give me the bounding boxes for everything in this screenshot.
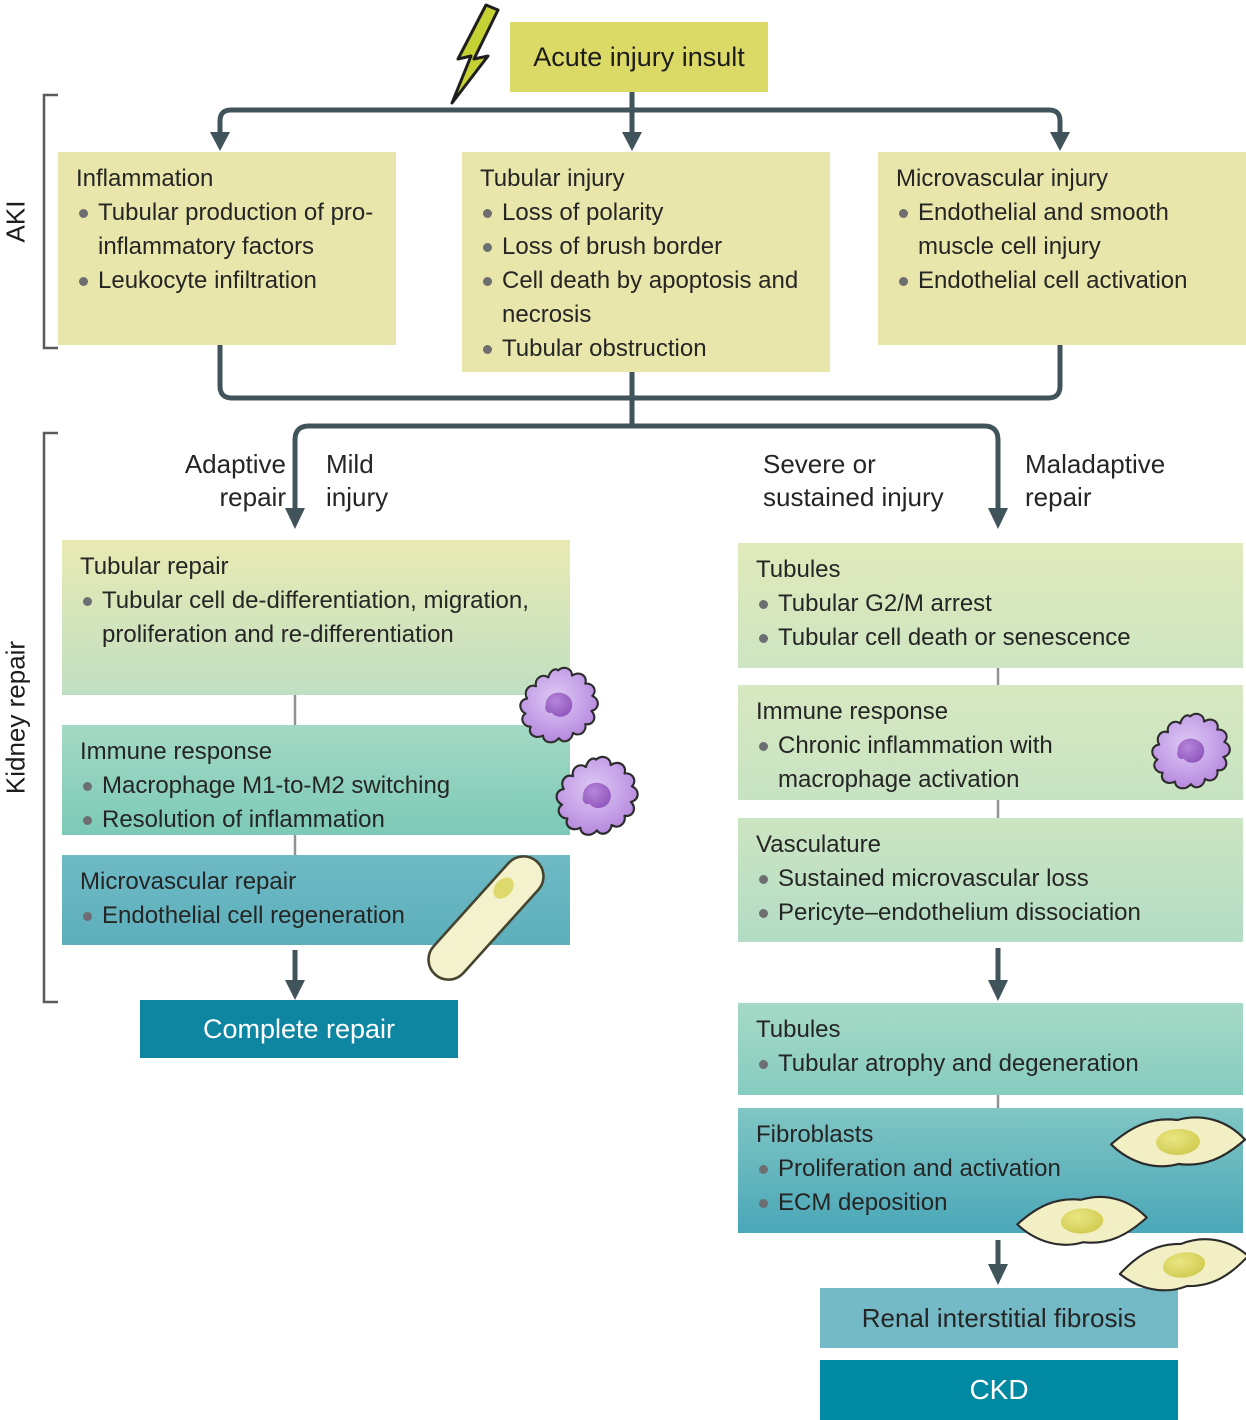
arrowhead-microvascular-injury (1050, 132, 1070, 151)
bullet-item: Loss of polarity (480, 196, 820, 230)
bullet-item: Proliferation and activation (756, 1152, 1078, 1186)
aki-section-label: AKI (0, 200, 31, 243)
ckd-label: CKD (969, 1374, 1029, 1405)
tubules-atrophy-box: Tubules Tubular atrophy and degeneration (738, 1003, 1243, 1095)
aki-bracket (42, 93, 58, 350)
bullet-item: Tubular atrophy and degeneration (756, 1047, 1233, 1081)
ckd-box: CKD (820, 1360, 1178, 1420)
bullet-icon (759, 600, 768, 609)
microvascular-injury-box: Microvascular injury Endothelial and smo… (878, 152, 1246, 345)
bullet-item: Chronic inflammation with macrophage act… (756, 729, 1123, 797)
box-title: Tubules (756, 556, 841, 583)
box-title: Immune response (756, 698, 949, 725)
kidney-repair-bracket (42, 431, 58, 1004)
arrowhead-tubular-injury (622, 132, 642, 151)
bullet-item: Cell death by apoptosis and necrosis (480, 264, 820, 332)
bullet-item: Tubular cell de-differentiation, migrati… (80, 584, 560, 652)
box-title: Inflammation (76, 165, 214, 192)
fibroblast-cell-icon (1107, 1110, 1246, 1175)
inflammation-box: Inflammation Tubular production of pro-i… (58, 152, 396, 345)
bullet-item: Loss of brush border (480, 230, 820, 264)
bullet-icon (79, 209, 88, 218)
bullet-icon (83, 597, 92, 606)
bullet-icon (483, 345, 492, 354)
mild-injury-label: Mild injury (326, 449, 389, 512)
bullet-icon (79, 277, 88, 286)
lightning-bolt-icon (450, 3, 500, 105)
bullet-icon (483, 277, 492, 286)
bullet-item: ECM deposition (756, 1186, 1078, 1220)
box-title: Vasculature (756, 831, 881, 858)
immune-response-adaptive-box: Immune response Macrophage M1-to-M2 swit… (62, 725, 570, 835)
kidney-repair-section-label: Kidney repair (0, 640, 31, 795)
box-title: Microvascular injury (896, 165, 1109, 192)
box-title: Microvascular repair (80, 868, 297, 895)
microvascular-repair-box: Microvascular repair Endothelial cell re… (62, 855, 570, 945)
bullet-icon (83, 782, 92, 791)
bullet-icon (759, 742, 768, 751)
distributor-line (217, 107, 1063, 134)
bullet-item: Endothelial cell regeneration (80, 899, 560, 933)
box-title: Tubular repair (80, 553, 229, 580)
bullet-item: Endothelial cell activation (896, 264, 1236, 298)
complete-repair-box: Complete repair (140, 1000, 458, 1058)
macrophage-cell-icon (550, 755, 642, 847)
box-title: Immune response (80, 738, 273, 765)
box-title: Tubules (756, 1016, 841, 1043)
bullet-icon (759, 1165, 768, 1174)
bullet-icon (759, 1060, 768, 1069)
bullet-item: Endothelial and smooth muscle cell injur… (896, 196, 1236, 264)
arrowhead-tubules2 (988, 980, 1008, 1001)
renal-interstitial-fibrosis-label: Renal interstitial fibrosis (861, 1302, 1137, 1333)
tubular-repair-box: Tubular repair Tubular cell de-different… (62, 540, 570, 695)
box-title: Fibroblasts (756, 1121, 874, 1148)
macrophage-cell-icon (514, 666, 602, 754)
severe-sustained-injury-label: Severe or sustained injury (763, 449, 944, 512)
bullet-item: Tubular G2/M arrest (756, 587, 1233, 621)
arrowhead-inflammation (210, 132, 230, 151)
bullet-item: Sustained microvascular loss (756, 862, 1233, 896)
endothelial-cell-icon (427, 855, 545, 981)
bullet-icon (483, 243, 492, 252)
bullet-icon (83, 816, 92, 825)
bullet-icon (759, 1199, 768, 1208)
bullet-icon (759, 634, 768, 643)
box-title: Tubular injury (480, 165, 625, 192)
bullet-item: Tubular production of pro-inflammatory f… (76, 196, 386, 264)
bullet-item: Resolution of inflammation (80, 803, 560, 837)
acute-injury-insult-box: Acute injury insult (510, 22, 768, 92)
arrowhead-severe-branch (988, 508, 1008, 529)
arrowhead-renal-fibrosis (988, 1264, 1008, 1285)
arrowhead-complete-repair (285, 980, 305, 1000)
bullet-icon (759, 875, 768, 884)
bullet-item: Pericyte–endothelium dissociation (756, 896, 1233, 930)
bullet-icon (899, 277, 908, 286)
complete-repair-label: Complete repair (202, 1013, 396, 1044)
bullet-item: Tubular obstruction (480, 332, 820, 366)
tubules-arrest-box: Tubules Tubular G2/M arrest Tubular cell… (738, 543, 1243, 668)
macrophage-cell-icon (1146, 712, 1234, 800)
bullet-icon (759, 909, 768, 918)
bullet-icon (899, 209, 908, 218)
vasculature-box: Vasculature Sustained microvascular loss… (738, 818, 1243, 942)
renal-interstitial-fibrosis-box: Renal interstitial fibrosis (820, 1288, 1178, 1348)
bullet-icon (83, 912, 92, 921)
tubular-injury-box: Tubular injury Loss of polarity Loss of … (462, 152, 830, 372)
bullet-icon (483, 209, 492, 218)
arrowhead-mild-branch (285, 508, 305, 529)
bullet-item: Leukocyte infiltration (76, 264, 386, 298)
adaptive-repair-label: Adaptive repair (184, 449, 286, 512)
maladaptive-repair-label: Maladaptive repair (1025, 449, 1166, 512)
bullet-item: Tubular cell death or senescence (756, 621, 1233, 655)
acute-injury-insult-label: Acute injury insult (533, 41, 745, 72)
bullet-item: Macrophage M1-to-M2 switching (80, 769, 560, 803)
